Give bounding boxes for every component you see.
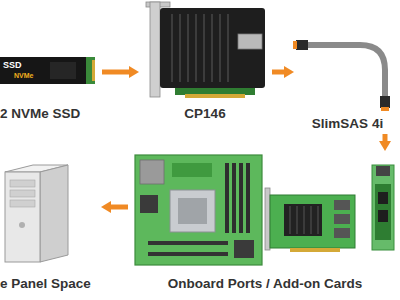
flow-arrow bbox=[272, 70, 284, 75]
ssd-body bbox=[0, 57, 88, 84]
chipset bbox=[140, 195, 158, 213]
addon-port bbox=[334, 214, 350, 224]
module-chip bbox=[378, 192, 388, 204]
fin bbox=[171, 14, 173, 82]
ssd-pcb-edge bbox=[86, 57, 95, 84]
ssd-gold-fingers bbox=[92, 60, 95, 81]
addon-fins bbox=[290, 206, 318, 234]
ssd-illustration bbox=[0, 57, 95, 84]
step-caption: SlimSAS 4i bbox=[312, 116, 383, 132]
m2-module bbox=[375, 184, 391, 240]
connector-tip bbox=[293, 41, 297, 49]
addon-port bbox=[334, 200, 350, 210]
addon-port bbox=[334, 228, 350, 238]
motherboard-illustration bbox=[135, 155, 262, 265]
fin bbox=[203, 14, 205, 82]
ram-slot bbox=[246, 163, 250, 233]
fin bbox=[227, 14, 229, 82]
slimsas-port bbox=[238, 34, 262, 49]
printed-label: NVMe bbox=[14, 72, 33, 79]
diagram-step: e Panel Space bbox=[0, 160, 100, 292]
ssd-chip bbox=[50, 62, 76, 79]
fin bbox=[219, 14, 221, 82]
ram-slot bbox=[225, 163, 229, 233]
motherboard-pcb bbox=[135, 155, 262, 265]
cable-connector bbox=[296, 40, 308, 50]
addon-heatsink bbox=[284, 204, 322, 236]
adapter-pcb bbox=[372, 165, 394, 250]
flow-arrow bbox=[102, 70, 129, 75]
ram-slot bbox=[232, 163, 236, 233]
step-caption: CP146 bbox=[184, 106, 225, 122]
fin bbox=[195, 14, 197, 82]
card-bracket bbox=[265, 188, 270, 250]
chipset bbox=[234, 240, 254, 258]
card-body bbox=[160, 8, 265, 88]
case-front bbox=[5, 172, 40, 262]
fin bbox=[187, 14, 189, 82]
addon-gold-fingers bbox=[290, 248, 340, 252]
printed-label: SSD bbox=[3, 61, 22, 70]
card-gold-fingers bbox=[185, 94, 245, 98]
ram-slot bbox=[239, 163, 243, 233]
cable-connector bbox=[380, 96, 390, 108]
fin bbox=[179, 14, 181, 82]
cp146-illustration bbox=[146, 2, 265, 98]
step-caption: 2 NVMe SSD bbox=[0, 106, 80, 122]
diagram-step: SlimSAS 4i bbox=[295, 30, 400, 132]
card-pcb bbox=[175, 88, 255, 95]
flow-arrow bbox=[111, 205, 128, 210]
step-caption: Onboard Ports / Add-on Cards bbox=[168, 276, 363, 292]
computer-case-illustration bbox=[5, 165, 68, 262]
slimsas-cable-illustration bbox=[293, 40, 390, 111]
addon-card-illustration bbox=[265, 188, 355, 252]
heatsink-fins bbox=[172, 14, 228, 82]
adapter-port bbox=[376, 166, 390, 176]
cpu-socket bbox=[170, 190, 215, 232]
fin bbox=[317, 206, 319, 234]
diagram-step: CP146 bbox=[140, 0, 270, 122]
pcie-slot bbox=[148, 252, 228, 256]
vrm-heatsink bbox=[172, 163, 212, 177]
drive-bay bbox=[10, 180, 35, 187]
fin bbox=[289, 206, 291, 234]
step-caption: e Panel Space bbox=[0, 276, 91, 292]
drive-bay bbox=[10, 200, 35, 207]
power-button bbox=[19, 222, 25, 228]
cpu bbox=[178, 198, 207, 224]
fin bbox=[296, 206, 298, 234]
io-ports bbox=[140, 160, 164, 184]
addon-pcb bbox=[270, 195, 355, 248]
drive-bay bbox=[10, 190, 35, 197]
case-side bbox=[40, 165, 68, 262]
module-chip bbox=[378, 210, 388, 222]
m2-adapter-illustration bbox=[372, 165, 394, 250]
flow-arrow bbox=[383, 134, 388, 141]
fin bbox=[303, 206, 305, 234]
fin bbox=[310, 206, 312, 234]
pcie-bracket bbox=[150, 2, 160, 97]
connector-tip bbox=[381, 107, 389, 111]
cable bbox=[306, 45, 385, 98]
pcie-slot bbox=[148, 241, 228, 245]
fin bbox=[211, 14, 213, 82]
diagram-step: Onboard Ports / Add-on Cards bbox=[130, 152, 400, 292]
